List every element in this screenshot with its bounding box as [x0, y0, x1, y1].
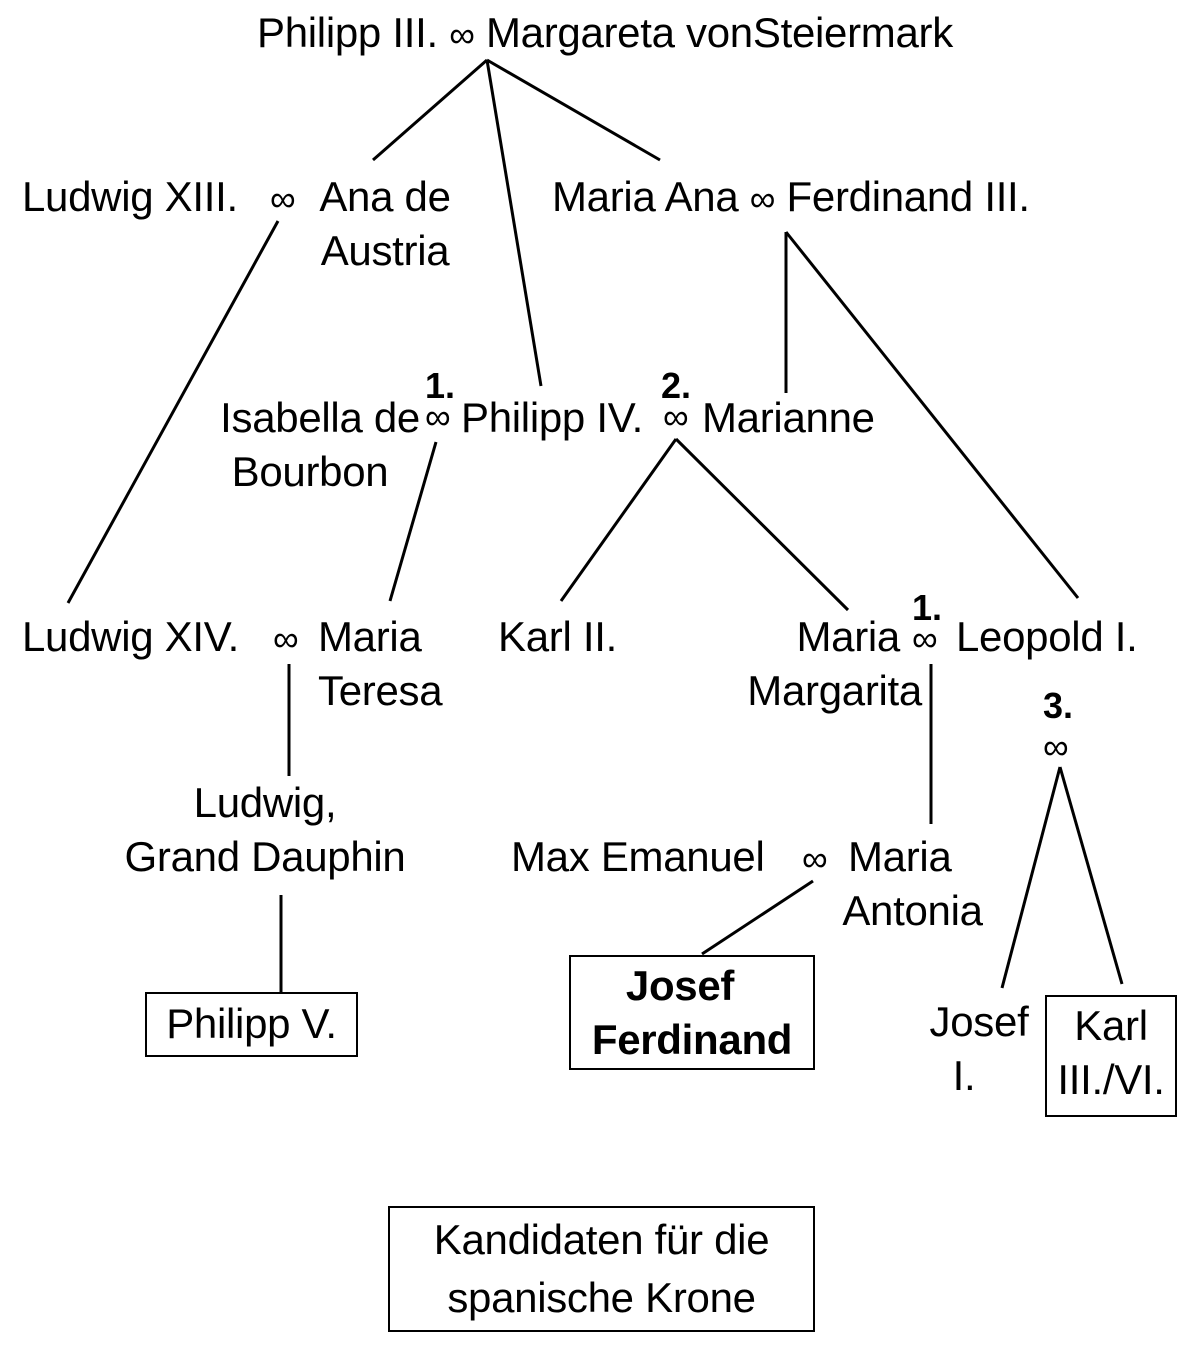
marriage-symbol: ∞: [270, 178, 296, 219]
line-marianne-maria-margarita: [674, 437, 850, 612]
marriage-number-3: 3.: [1043, 685, 1074, 726]
name-line: Austria: [320, 227, 450, 274]
name-line: I.: [952, 1052, 976, 1099]
line-isabella-maria-teresa: [388, 441, 438, 602]
line-marianne-karl2: [559, 438, 678, 602]
marriage-symbol: ∞: [749, 178, 776, 219]
name-line: Karl: [1074, 1002, 1148, 1049]
marriage-number-1: 1.: [912, 587, 943, 628]
person-maria-margarita-line2: Margarita: [747, 667, 922, 714]
person-ferdinand3: Ferdinand III.: [786, 173, 1031, 220]
candidate-box-philipp5: Philipp V.: [145, 992, 358, 1057]
person-margareta: Margareta vonSteiermark: [485, 9, 953, 56]
person-philipp5: Philipp V.: [166, 1000, 337, 1047]
marriage-symbol: ∞: [1043, 726, 1069, 767]
name-line: Teresa: [318, 667, 443, 714]
name-line: Ludwig,: [193, 779, 337, 826]
name-line: Maria: [848, 833, 952, 880]
line-max-emanuel-josef-ferdinand: [701, 879, 814, 956]
person-marianne: Marianne: [702, 394, 875, 441]
candidate-box-karl3: Karl III./VI.: [1045, 995, 1177, 1117]
name-line: Antonia: [842, 887, 983, 934]
node-maria-ana-couple: Maria Ana ∞ Ferdinand III.: [552, 170, 1030, 226]
line-ana-ludwig14: [66, 220, 280, 604]
line-philipp3-philipp4: [485, 59, 543, 387]
candidate-box-josef-ferdinand: Josef Ferdinand: [569, 955, 815, 1070]
line-ferdinand3-leopold: [784, 231, 1080, 599]
person-isabella-line2: Bourbon: [231, 448, 389, 495]
person-isabella-de-bourbon: Isabella de: [190, 391, 420, 445]
node-philipp3-couple: Philipp III. ∞ Margareta vonSteiermark: [257, 6, 953, 62]
legend-text: Kandidaten für die spanische Krone: [390, 1208, 813, 1327]
legend-line: Kandidaten für die: [433, 1216, 770, 1263]
person-leopold1: Leopold I.: [956, 613, 1138, 660]
marriage-symbol: ∞: [425, 396, 451, 437]
line-philipp3-maria-ana: [486, 58, 661, 162]
name-line: Grand Dauphin: [124, 833, 406, 880]
name-line: Ferdinand: [591, 1016, 793, 1063]
name-line: Maria: [796, 613, 900, 660]
person-josef-ferdinand: Josef Ferdinand: [571, 957, 813, 1067]
name-line: Isabella de: [220, 394, 420, 441]
person-karl3: Karl III./VI.: [1047, 997, 1175, 1107]
line-philipp3-ana: [372, 58, 488, 162]
marriage-symbol: ∞: [802, 838, 828, 879]
line-leopold3-josef1: [1000, 766, 1062, 989]
person-philipp3: Philipp III.: [257, 9, 438, 56]
person-ludwig-grand-dauphin: Ludwig, Grand Dauphin: [100, 776, 430, 884]
person-maria-antonia: Maria Antonia: [830, 830, 995, 938]
marriage-symbol: ∞: [449, 14, 475, 55]
person-josef1: Josef I.: [920, 995, 1038, 1103]
name-line: Maria: [318, 613, 422, 660]
name-line: Josef: [625, 962, 735, 1009]
name-line: Josef: [929, 998, 1029, 1045]
marriage-symbol: ∞: [273, 618, 299, 659]
legend-box: Kandidaten für die spanische Krone: [388, 1206, 815, 1332]
marriage-symbol: ∞: [663, 396, 689, 437]
marriage-number-2: 2.: [661, 365, 692, 406]
person-maria-margarita: Maria: [700, 610, 900, 664]
person-ludwig14: Ludwig XIV.: [22, 613, 239, 660]
person-maria-teresa: Maria Teresa: [318, 610, 443, 718]
person-maria-ana: Maria Ana: [552, 173, 739, 220]
person-ana-de-austria: Ana de Austria: [300, 170, 470, 278]
name-line: Ana de: [319, 173, 451, 220]
person-philipp4: Philipp IV.: [461, 394, 643, 441]
marriage-symbol: ∞: [912, 618, 938, 659]
person-ludwig13: Ludwig XIII.: [22, 173, 238, 220]
legend-line: spanische Krone: [447, 1274, 756, 1321]
person-karl2: Karl II.: [498, 613, 617, 660]
line-leopold3-karl3: [1058, 766, 1124, 985]
name-line: III./VI.: [1057, 1056, 1165, 1103]
person-max-emanuel: Max Emanuel: [511, 833, 765, 880]
marriage-number-1: 1.: [425, 365, 456, 406]
